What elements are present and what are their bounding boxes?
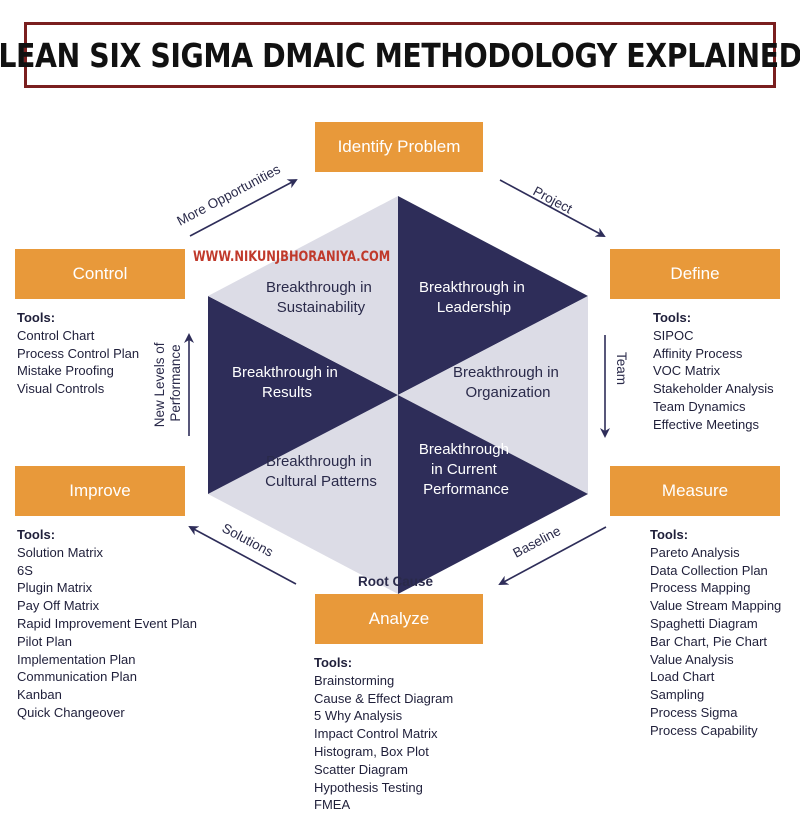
tool-item: Effective Meetings bbox=[653, 416, 759, 432]
tool-item: Impact Control Matrix bbox=[314, 726, 438, 742]
hex-segment-sustainability bbox=[208, 196, 398, 395]
tool-item: Value Stream Mapping bbox=[650, 598, 782, 614]
arrow-solutions bbox=[188, 526, 297, 585]
hex-segment-cultural bbox=[208, 395, 398, 594]
label-root-cause: Root Cause bbox=[358, 574, 434, 589]
label-solutions: Solutions bbox=[220, 520, 276, 559]
hex-segment-organization bbox=[398, 296, 588, 494]
tool-item: Solution Matrix bbox=[17, 544, 103, 560]
arrow-baseline bbox=[498, 526, 607, 585]
page-title: LEAN SIX SIGMA DMAIC METHODOLOGY EXPLAIN… bbox=[0, 35, 800, 75]
segment-performance-text: Breakthrough in Current Performance bbox=[419, 441, 513, 498]
segment-organization-text: Breakthrough in Organization bbox=[453, 364, 563, 401]
tool-item: Quick Changeover bbox=[17, 704, 125, 720]
tool-item: Plugin Matrix bbox=[17, 580, 93, 596]
control-tools: Tools: Control Chart Process Control Pla… bbox=[17, 309, 139, 398]
phase-control: Control bbox=[15, 249, 185, 299]
tool-item: SIPOC bbox=[653, 327, 694, 343]
measure-tools: Tools: Pareto Analysis Data Collection P… bbox=[650, 526, 781, 740]
title-banner: LEAN SIX SIGMA DMAIC METHODOLOGY EXPLAIN… bbox=[0, 22, 800, 88]
tool-item: Load Chart bbox=[650, 669, 715, 685]
tool-item: Scatter Diagram bbox=[314, 761, 408, 777]
tool-item: FMEA bbox=[314, 797, 351, 813]
tool-item: Cause & Effect Diagram bbox=[314, 690, 454, 706]
phase-define: Define bbox=[610, 249, 780, 299]
tool-item: Data Collection Plan bbox=[650, 562, 768, 578]
segment-cultural-text: Breakthrough in Cultural Patterns bbox=[265, 453, 377, 490]
tool-item: Implementation Plan bbox=[17, 651, 136, 667]
tool-item: 6S bbox=[17, 562, 33, 578]
define-tools-heading: Tools: bbox=[653, 310, 692, 325]
tool-item: Team Dynamics bbox=[653, 398, 746, 414]
tool-item: Visual Controls bbox=[17, 381, 105, 397]
measure-tools-heading: Tools: bbox=[650, 527, 689, 542]
improve-tools: Tools: Solution Matrix 6S Plugin Matrix … bbox=[17, 526, 197, 722]
hex-segment-results bbox=[208, 296, 398, 494]
tool-item: Value Analysis bbox=[650, 651, 734, 667]
tool-item: Pilot Plan bbox=[17, 633, 72, 649]
tool-item: Pay Off Matrix bbox=[17, 598, 100, 614]
tool-item: 5 Why Analysis bbox=[314, 708, 403, 724]
tool-item: Sampling bbox=[650, 687, 705, 703]
tool-item: Affinity Process bbox=[653, 345, 743, 361]
tool-item: Stakeholder Analysis bbox=[653, 381, 774, 397]
tool-item: Pareto Analysis bbox=[650, 544, 740, 560]
phase-analyze: Analyze bbox=[315, 594, 483, 644]
arrow-project bbox=[499, 179, 606, 237]
improve-tools-heading: Tools: bbox=[17, 527, 56, 542]
segment-sustainability-text: Breakthrough in Sustainability bbox=[266, 279, 376, 316]
label-team: Team bbox=[614, 352, 629, 385]
phase-improve-label: Improve bbox=[69, 481, 131, 500]
tool-item: Histogram, Box Plot bbox=[314, 743, 429, 759]
phase-improve: Improve bbox=[15, 466, 185, 516]
label-new-levels: New Levels of Performance bbox=[152, 339, 183, 428]
arrow-more-opportunities bbox=[189, 179, 298, 237]
tool-item: Bar Chart, Pie Chart bbox=[650, 633, 768, 649]
tool-item: Brainstorming bbox=[314, 672, 395, 688]
tool-item: Mistake Proofing bbox=[17, 363, 114, 379]
define-tools: Tools: SIPOC Affinity Process VOC Matrix… bbox=[653, 309, 774, 434]
hex-segment-performance bbox=[398, 395, 588, 594]
tool-item: Control Chart bbox=[17, 327, 95, 343]
label-project: Project bbox=[531, 183, 575, 216]
tool-item: Kanban bbox=[17, 687, 62, 703]
tool-item: Hypothesis Testing bbox=[314, 779, 423, 795]
control-tools-heading: Tools: bbox=[17, 310, 56, 325]
phase-measure: Measure bbox=[610, 466, 780, 516]
segment-leadership-text: Breakthrough in Leadership bbox=[419, 279, 529, 316]
phase-measure-label: Measure bbox=[661, 481, 729, 500]
tool-item: Process Mapping bbox=[650, 580, 751, 596]
tool-item: VOC Matrix bbox=[653, 363, 721, 379]
phase-control-label: Control bbox=[72, 264, 128, 283]
phase-define-label: Define bbox=[670, 264, 720, 283]
tool-item: Process Capability bbox=[650, 722, 758, 738]
segment-results-text: Breakthrough in Results bbox=[232, 364, 342, 401]
watermark: WWW.NIKUNJBHORANIYA.COM bbox=[193, 249, 391, 265]
analyze-tools-heading: Tools: bbox=[314, 655, 353, 670]
tool-item: Communication Plan bbox=[17, 669, 137, 685]
phase-identify-label: Identify Problem bbox=[337, 137, 461, 156]
tool-item: Process Sigma bbox=[650, 704, 738, 720]
hex-segment-leadership bbox=[398, 196, 588, 395]
tool-item: Rapid Improvement Event Plan bbox=[17, 615, 197, 631]
analyze-tools: Tools: Brainstorming Cause & Effect Diag… bbox=[314, 654, 453, 814]
phase-analyze-label: Analyze bbox=[368, 609, 430, 628]
tool-item: Spaghetti Diagram bbox=[650, 615, 758, 631]
tool-item: Process Control Plan bbox=[17, 345, 140, 361]
phase-identify-problem: Identify Problem bbox=[315, 122, 483, 172]
